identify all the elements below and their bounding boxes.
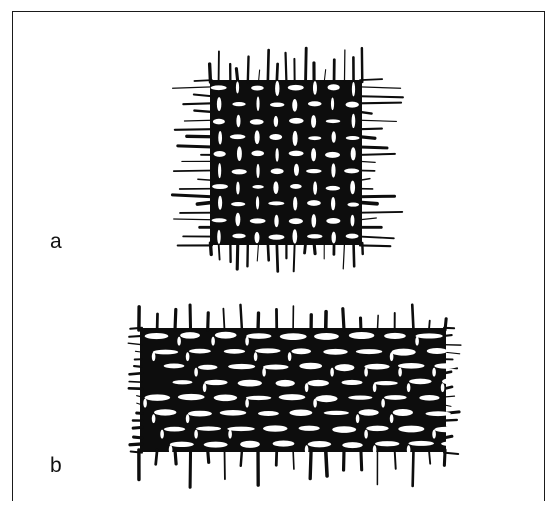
plain-weave-icon [170, 40, 410, 285]
panel-label-b: b [50, 455, 62, 476]
weave-body [172, 48, 403, 271]
twill-weave-icon [120, 300, 460, 485]
weave-body [128, 305, 467, 487]
panel-label-a: a [50, 231, 62, 252]
weave-mass [140, 328, 446, 452]
